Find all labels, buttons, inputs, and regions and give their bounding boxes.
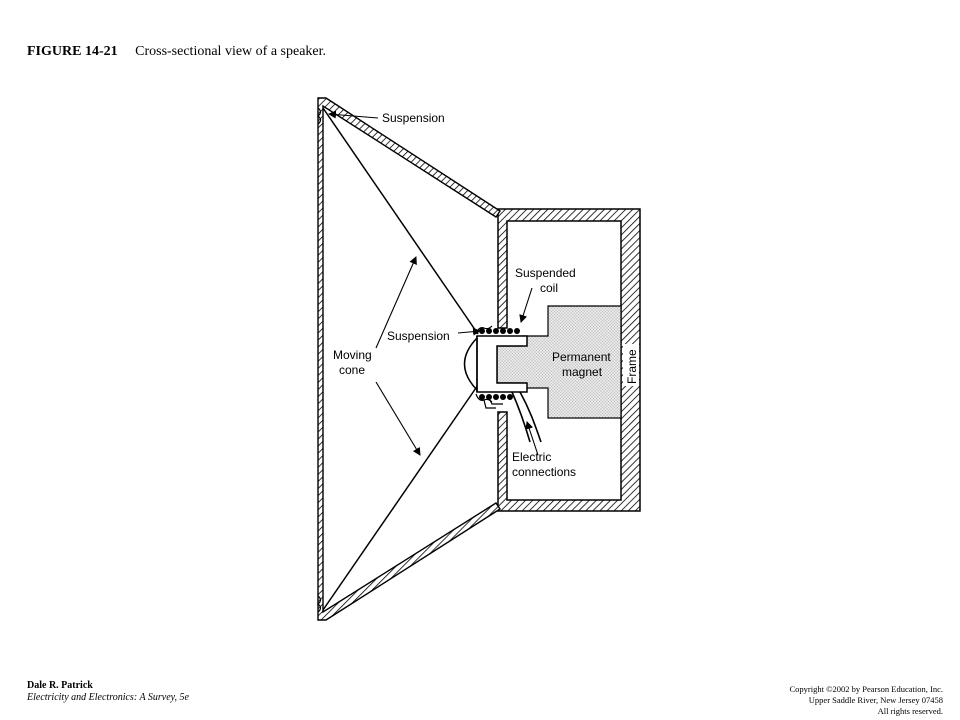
figure-number: FIGURE 14-21 — [27, 44, 118, 59]
electric-connection-wires — [511, 391, 542, 443]
label-permanent-magnet-line1: Permanent — [552, 350, 611, 364]
coil-leads — [483, 399, 503, 409]
label-suspension-top: Suspension — [382, 111, 445, 125]
rim-suspension-top — [317, 107, 322, 125]
figure-caption: FIGURE 14-21 Cross-sectional view of a s… — [27, 44, 326, 60]
voice-coil-former — [476, 335, 528, 393]
label-frame: Frame — [625, 349, 639, 384]
copyright-line-2: Upper Saddle River, New Jersey 07458 — [808, 695, 943, 705]
moving-cone — [322, 107, 479, 611]
copyright-line-1: Copyright ©2002 by Pearson Education, In… — [789, 684, 943, 694]
label-electric-connections-line1: Electric — [512, 450, 551, 464]
footer-left: Dale R. Patrick Electricity and Electron… — [27, 680, 189, 704]
frame-label-box — [623, 344, 639, 386]
label-moving-cone-line2: cone — [339, 363, 365, 377]
label-suspension-mid: Suspension — [387, 329, 450, 343]
footer-author: Dale R. Patrick — [27, 680, 93, 691]
label-suspended-coil-line2: coil — [540, 281, 558, 295]
callout-arrows — [328, 110, 539, 456]
speaker-frame — [497, 208, 641, 512]
dust-cap — [463, 337, 478, 391]
rim-suspension-bottom — [317, 595, 322, 613]
footer-book-title: Electricity and Electronics: A Survey, 5… — [27, 692, 189, 703]
suspended-coil — [479, 328, 520, 400]
cone-rim — [317, 97, 501, 621]
copyright-line-3: All rights reserved. — [877, 706, 943, 716]
footer-copyright: Copyright ©2002 by Pearson Education, In… — [789, 684, 943, 717]
label-permanent-magnet-line2: magnet — [562, 365, 603, 379]
label-suspended-coil-line1: Suspended — [515, 266, 576, 280]
label-moving-cone-line1: Moving — [333, 348, 372, 362]
label-electric-connections-line2: connections — [512, 465, 576, 479]
figure-title: Cross-sectional view of a speaker. — [135, 44, 327, 59]
